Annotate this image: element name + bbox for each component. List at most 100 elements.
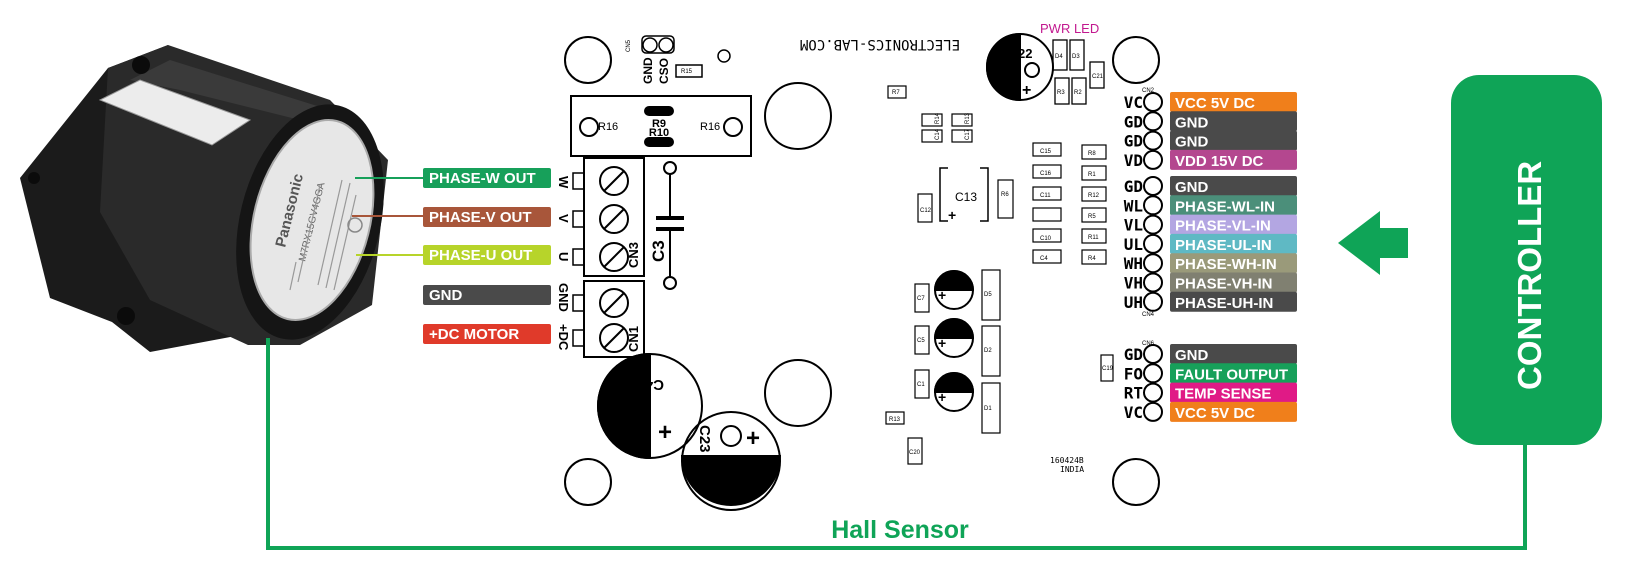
r2-silk: R2 (1074, 90, 1082, 96)
c4-plus: + (658, 419, 672, 446)
left-tag-background (423, 245, 551, 265)
c16-silk: C16 (1040, 171, 1052, 177)
right-tag-label: PHASE-WH-IN (1175, 256, 1277, 273)
header-pin (1143, 92, 1163, 112)
cn2-silk: CN2 (1142, 88, 1155, 94)
pin-name: VH (1124, 274, 1143, 293)
right-tag-background (1170, 291, 1297, 312)
right-tag-label: FAULT OUTPUT (1175, 366, 1288, 383)
right-tag-label: TEMP SENSE (1175, 386, 1271, 403)
r1-silk: R1 (1088, 172, 1096, 178)
pwr-led-label: PWR LED (1040, 21, 1099, 36)
r9-label: R9 (652, 118, 666, 130)
right-tag-background (1170, 401, 1297, 422)
right-tag-label: PHASE-WL-IN (1175, 198, 1275, 215)
pin-name: WL (1124, 196, 1143, 215)
hall-sensor-line (266, 338, 1527, 550)
right-tag-background (1170, 382, 1297, 403)
right-tag-background (1170, 363, 1297, 384)
d1-silk: D1 (984, 406, 992, 412)
right-tag-label: VCC 5V DC (1175, 405, 1255, 422)
right-tag-label: PHASE-UL-IN (1175, 237, 1272, 254)
left-tag-background (423, 207, 551, 227)
header-pin (1143, 344, 1163, 364)
d5-silk: D5 (984, 292, 992, 298)
r5-silk: R5 (1088, 214, 1096, 220)
right-tag-background (1170, 92, 1297, 112)
r14-silk: R14 (935, 112, 941, 124)
r15-silk: R15 (681, 69, 693, 75)
header-pin (1143, 382, 1163, 403)
header-pin (1143, 291, 1163, 312)
right-tag-background (1170, 253, 1297, 274)
r6-silk: R6 (1001, 192, 1009, 198)
pin-name: VC (1124, 403, 1143, 422)
pin-gnd: GND (556, 283, 571, 312)
c23-label: C23 (696, 425, 713, 453)
right-tag-background (1170, 130, 1297, 151)
r4-silk: R4 (1088, 256, 1096, 262)
right-tag-background (1170, 272, 1297, 293)
right-tag-label: VDD 15V DC (1175, 153, 1264, 170)
pin-w: W (556, 176, 571, 189)
header-pin (1143, 233, 1163, 254)
header-pin (1143, 272, 1163, 293)
c4-label: C4 (644, 376, 664, 393)
header-pin (1143, 149, 1163, 170)
c5-silk: C5 (917, 338, 925, 344)
mount-hole (1112, 36, 1160, 84)
r12-silk: R12 (1088, 193, 1100, 199)
pin-name: VD (1124, 151, 1143, 170)
header-pin (1143, 111, 1163, 132)
c4-small-silk: C4 (1040, 256, 1048, 262)
right-pin-row: GD GND (1124, 130, 1297, 151)
right-tag-background (1170, 111, 1297, 132)
r16-label-right: R16 (700, 121, 720, 133)
right-pin-row: WL PHASE-WL-IN (1124, 195, 1297, 216)
right-tag-background (1170, 233, 1297, 254)
right-tag-label: GND (1175, 134, 1209, 151)
header-pin (1143, 363, 1163, 384)
header-pin (1143, 214, 1163, 235)
c7-silk: C7 (917, 296, 925, 302)
r16-label-left: R16 (598, 121, 618, 133)
c-plus-2: + (938, 335, 946, 351)
left-tag-background (423, 168, 551, 188)
pin-name: GD (1124, 132, 1143, 151)
right-tag-label: GND (1175, 179, 1209, 196)
c21-silk: C21 (1092, 74, 1104, 80)
mount-hole (564, 458, 612, 506)
r11-silk: R11 (1088, 235, 1099, 241)
mount-hole (764, 82, 832, 150)
c13-plus: + (948, 207, 956, 223)
cso-label: CSO (657, 58, 671, 84)
mount-hole (564, 36, 612, 84)
motor-illustration: Panasonic M7RX15GV4GGA (20, 45, 388, 352)
c-plus-3: + (938, 389, 946, 405)
header-pin (1143, 253, 1163, 274)
c3-label: C3 (649, 240, 668, 262)
c1-silk: C1 (917, 382, 925, 388)
header-pin (1143, 130, 1163, 151)
header-pin (1143, 176, 1163, 196)
pin-name: GD (1124, 345, 1143, 364)
c17-silk: C17 (965, 128, 971, 140)
right-tag-background (1170, 195, 1297, 216)
header-pin (1143, 401, 1163, 422)
left-tag-label: PHASE-U OUT (429, 247, 532, 264)
right-tag-label: PHASE-VH-IN (1175, 276, 1273, 293)
c14-silk: C14 (935, 128, 941, 140)
left-tag-label: PHASE-W OUT (429, 170, 536, 187)
right-tag-label: GND (1175, 114, 1209, 131)
